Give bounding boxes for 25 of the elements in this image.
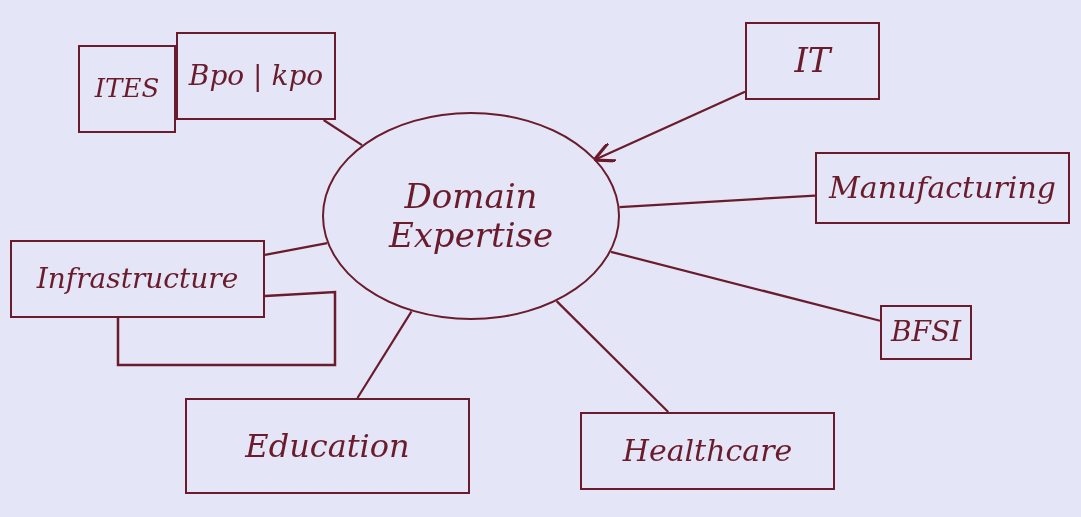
domain-label: ITES bbox=[94, 74, 160, 104]
domain-box bbox=[815, 152, 1070, 224]
central-ellipse bbox=[322, 112, 620, 320]
domain-label: Manufacturing bbox=[829, 170, 1056, 206]
domain-box bbox=[78, 45, 176, 133]
center-label: Domain Expertise bbox=[387, 176, 555, 256]
domain-box bbox=[185, 398, 470, 494]
arrow bbox=[592, 90, 746, 163]
domain-box bbox=[176, 32, 336, 120]
connector-line bbox=[264, 242, 328, 256]
connector-line bbox=[356, 310, 413, 399]
domain-label: Bpo | kpo bbox=[188, 59, 324, 93]
domain-box bbox=[745, 22, 880, 100]
connector-line bbox=[610, 250, 881, 322]
connector-line bbox=[555, 300, 670, 413]
domain-box bbox=[880, 305, 972, 360]
domain-box bbox=[580, 412, 835, 490]
domain-box bbox=[10, 240, 265, 318]
connector-line bbox=[619, 194, 816, 209]
domain-label: Healthcare bbox=[622, 433, 793, 469]
domain-label: Education bbox=[245, 427, 410, 465]
domain-label: BFSI bbox=[890, 316, 962, 349]
domain-label: IT bbox=[794, 41, 831, 81]
connector-line bbox=[322, 119, 363, 146]
domain-label: Infrastructure bbox=[36, 262, 239, 296]
